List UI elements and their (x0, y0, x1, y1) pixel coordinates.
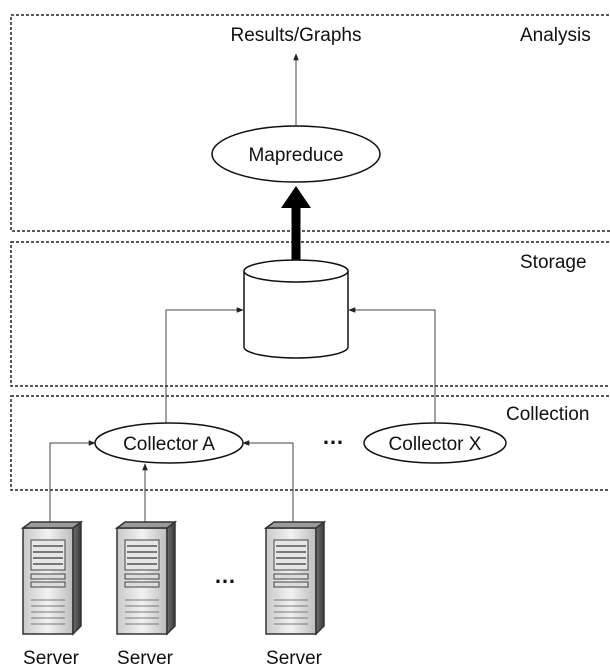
server-2-label: Server (117, 648, 174, 669)
collection-layer-label: Collection (506, 404, 589, 425)
server-3-label: Server (266, 648, 323, 669)
mapreduce-node (211, 125, 381, 183)
server-1-icon (22, 521, 82, 635)
server-1-label: Server (23, 648, 80, 669)
storage-layer-label: Storage (520, 252, 587, 273)
server-3-to-collector-arrow (242, 440, 294, 522)
server-ellipsis: … (214, 563, 236, 588)
collector-x-node (363, 422, 507, 464)
storage-to-mapreduce-arrowhead (281, 186, 311, 208)
analysis-layer-box (10, 14, 610, 232)
storage-database-icon (243, 259, 349, 359)
collection-layer-box (10, 395, 610, 491)
collector-a-label: Collector A (123, 434, 215, 455)
collector-a-to-storage-arrow (165, 307, 244, 425)
collector-x-label: Collector X (389, 434, 482, 455)
analysis-layer-label: Analysis (520, 25, 591, 46)
collector-x-to-storage-arrow (348, 307, 436, 422)
server-3-icon (265, 521, 325, 635)
collector-ellipsis: … (322, 424, 344, 449)
server-1-to-collector-arrow (49, 440, 96, 522)
results-graphs-label: Results/Graphs (231, 25, 362, 46)
mapreduce-label: Mapreduce (248, 145, 343, 166)
server-2-icon (116, 521, 176, 635)
storage-layer-box (10, 241, 610, 387)
